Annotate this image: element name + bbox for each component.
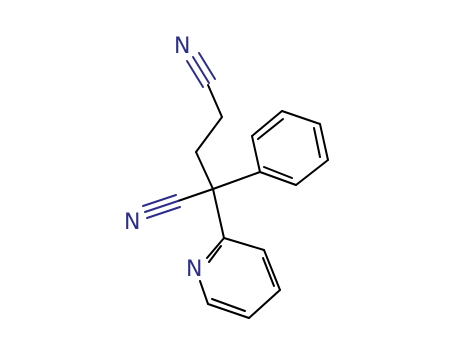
phenyl-bond-3: [281, 110, 321, 125]
atom-label-nitrile-left: N: [124, 210, 140, 235]
triple-bond-left-b: [142, 194, 177, 207]
phenyl-double-3: [263, 166, 293, 179]
bond-quaternary-pyridine: [212, 188, 225, 239]
bond-quaternary-phenyl: [212, 171, 261, 190]
phenyl-bond-1: [251, 135, 261, 173]
pyridine-double-3: [208, 245, 222, 263]
pyridine-double-2: [211, 298, 246, 312]
phenyl-bond-5: [295, 159, 329, 186]
pyridine-bond-5: [199, 280, 209, 305]
triple-bond-top-b: [186, 60, 204, 88]
triple-bond-top-a: [192, 56, 210, 84]
triple-bond-left-a: [144, 200, 179, 213]
triple-bond-left-c: [146, 206, 181, 219]
pyridine-ring: [199, 188, 281, 319]
top-nitrile-group: [186, 52, 223, 190]
atom-label-nitrile-top: N: [174, 34, 190, 59]
pyridine-bond-4: [207, 303, 250, 319]
bond-ch2-ch2: [195, 116, 223, 153]
pyridine-bond-1: [223, 237, 265, 251]
pyridine-double-1: [262, 257, 275, 287]
pyridine-bond-3: [248, 289, 281, 319]
left-nitrile-group: [142, 188, 214, 219]
phenyl-bond-4: [319, 123, 329, 161]
atom-label-pyridine: N: [186, 257, 202, 282]
phenyl-ring: [212, 110, 329, 190]
phenyl-double-1: [257, 118, 284, 140]
triple-bond-top-c: [198, 52, 216, 80]
bond-quaternary-cn: [177, 188, 214, 202]
bond-ch2-quaternary: [195, 151, 214, 190]
phenyl-bond-2: [251, 110, 283, 137]
pyridine-bond-2: [263, 249, 281, 291]
pyridine-bond-6: [206, 237, 225, 259]
bond-cn-to-ch2: [207, 84, 223, 118]
phenyl-double-2: [313, 127, 321, 158]
phenyl-bond-6: [259, 171, 297, 186]
